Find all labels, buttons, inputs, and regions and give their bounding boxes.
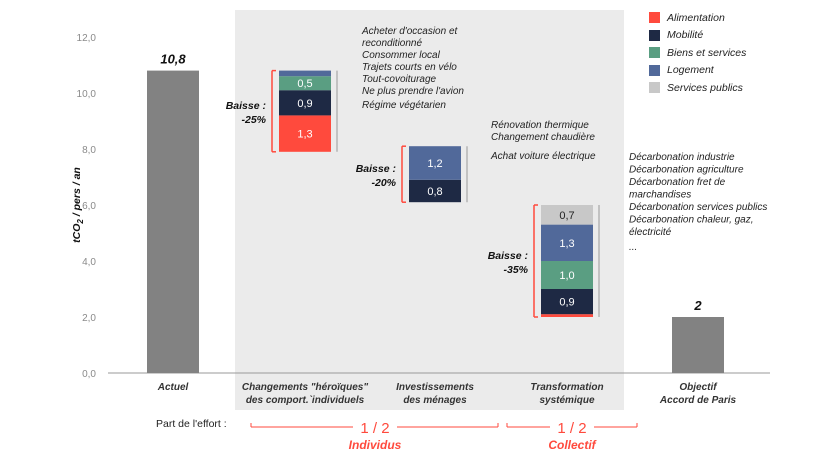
annotation-text: ...	[629, 242, 637, 253]
legend-swatch	[649, 64, 660, 76]
annotation-text: électricité	[629, 227, 672, 238]
segment-bar	[541, 205, 593, 225]
legend-item: Logement	[649, 62, 746, 80]
annotation-text: Trajets courts en vélo	[362, 62, 457, 73]
effort-group-name: Individus	[349, 438, 402, 452]
annotation-text: reconditionné	[362, 38, 422, 49]
baisse-label: Baisse :	[356, 163, 396, 175]
legend-label: Mobilité	[667, 29, 704, 42]
segment-value-label: 1,3	[559, 238, 574, 250]
segment-value-label: 0,8	[427, 186, 442, 198]
annotation-text: Décarbonation chaleur, gaz,	[629, 215, 754, 226]
effort-fraction-bg	[550, 417, 594, 435]
x-category-label: des ménages	[403, 395, 467, 406]
x-category-label: Actuel	[157, 382, 189, 393]
segment-value-label: 0,9	[297, 98, 312, 110]
legend-swatch	[649, 47, 660, 59]
annotation-text: marchandises	[629, 190, 691, 201]
annotation-text: Ne plus prendre l'avion	[362, 86, 464, 97]
segment-value-label: 1,0	[559, 270, 574, 282]
y-tick-label: 2,0	[82, 313, 96, 324]
total-value-label: 10,8	[160, 52, 186, 67]
annotation-text: Régime végétarien	[362, 100, 446, 111]
annotation-text: Décarbonation industrie	[629, 152, 735, 163]
segment-value-label: 1,3	[297, 129, 312, 141]
segment-value-label: 0,5	[297, 78, 312, 90]
segment-value-label: 0,9	[559, 297, 574, 309]
baisse-value: -20%	[371, 177, 396, 189]
annotation-text: Rénovation thermique	[491, 120, 589, 131]
legend-label: Biens et services	[667, 46, 747, 59]
legend-label: Services publics	[667, 81, 743, 94]
legend-label: Alimentation	[667, 11, 725, 24]
segment-bar	[409, 146, 461, 180]
x-category-label: Transformation	[530, 382, 603, 393]
segment-bar	[541, 289, 593, 315]
legend-item: Mobilité	[649, 27, 746, 45]
y-tick-label: 4,0	[82, 257, 96, 268]
effort-fraction: 1 / 2	[557, 420, 586, 437]
baisse-value: -35%	[503, 264, 528, 276]
baisse-label: Baisse :	[226, 100, 266, 112]
y-axis-title: tCO2 / pers / an	[71, 167, 85, 243]
legend-swatch	[649, 12, 660, 24]
segment-value-label: 0,7	[559, 210, 574, 222]
legend-label: Logement	[667, 64, 714, 77]
legend-item: Alimentation	[649, 9, 746, 27]
legend-swatch	[649, 82, 660, 94]
segment-bar	[541, 314, 593, 317]
effort-fraction: 1 / 2	[360, 420, 389, 437]
y-tick-label: 12,0	[77, 33, 97, 44]
segment-value-label: 1,2	[427, 158, 442, 170]
annotation-text: Consommer local	[362, 50, 441, 61]
annotation-text: Acheter d'occasion et	[361, 26, 459, 37]
annotation-text: Changement chaudière	[491, 132, 595, 143]
total-value-label: 2	[693, 298, 702, 313]
y-axis: 0,0 2,0 4,0 6,0 8,0 10,0 12,0 tCO2 / pers / an	[71, 33, 770, 380]
x-category-label: des comport.`individuels	[246, 395, 365, 406]
x-category-label: Objectif	[679, 382, 718, 393]
segment-bar	[409, 179, 461, 203]
effort-fraction-bg	[353, 417, 397, 435]
segment-bar	[279, 70, 331, 77]
x-category-label: Accord de Paris	[659, 395, 737, 406]
y-tick-label: 0,0	[82, 369, 96, 380]
labels: Actuel Changements "héroïques" des comport…	[157, 26, 768, 406]
annotation-text: Achat voiture électrique	[490, 151, 596, 162]
legend-item: Biens et services	[649, 44, 746, 62]
y-tick-label: 8,0	[82, 145, 96, 156]
legend-item: Services publics	[649, 79, 746, 97]
annotation-text: Tout-covoiturage	[362, 74, 437, 85]
segment-bar	[279, 76, 331, 91]
x-category-label: Investissements	[396, 382, 474, 393]
segment-bar	[279, 90, 331, 116]
legend-swatch	[649, 29, 660, 41]
effort-group-name: Collectif	[548, 438, 596, 452]
total-bar	[147, 70, 199, 373]
x-category-label: Changements "héroïques"	[242, 382, 368, 393]
y-tick-label: 10,0	[77, 89, 97, 100]
bars	[147, 69, 724, 373]
annotation-text: Décarbonation agriculture	[629, 165, 744, 176]
total-bar	[672, 317, 724, 373]
segment-bar	[541, 224, 593, 261]
segment-bar	[541, 261, 593, 289]
annotation-text: Décarbonation fret de	[629, 177, 726, 188]
x-category-label: systémique	[539, 395, 594, 406]
baisse-label: Baisse :	[488, 250, 528, 262]
y-tick-label: 6,0	[82, 201, 96, 212]
annotation-text: Décarbonation services publics	[629, 202, 767, 213]
baisse-value: -25%	[241, 114, 266, 126]
effort-label: Part de l'effort :	[156, 418, 227, 430]
segment-bar	[279, 115, 331, 152]
